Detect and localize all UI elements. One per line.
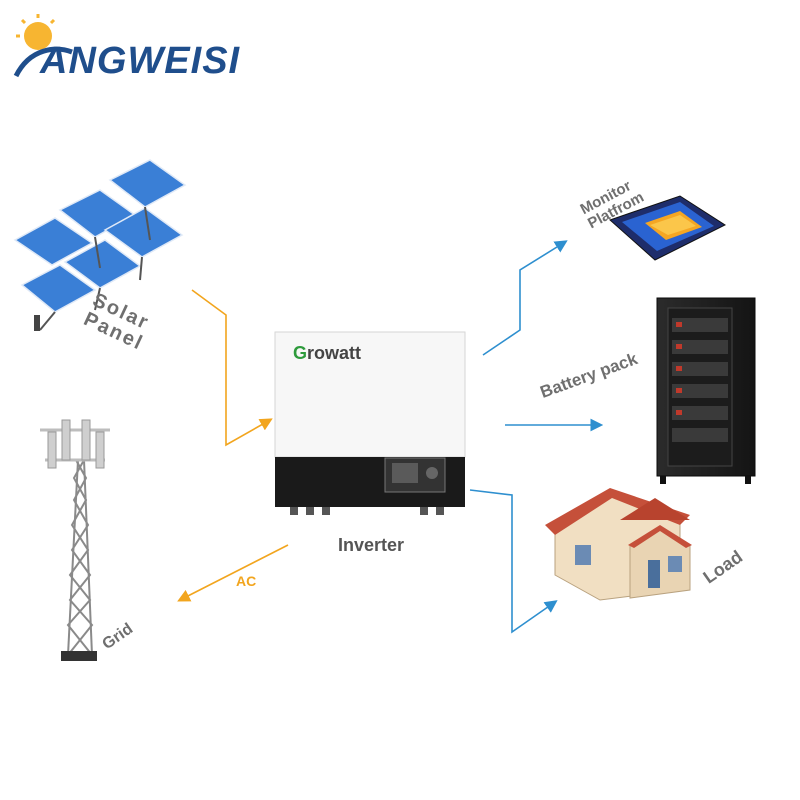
phone-monitor-icon: [609, 195, 727, 261]
inverter-brand-initial: G: [293, 343, 308, 363]
grid-tower-icon: [40, 419, 110, 661]
edge-solar-to-inverter: [191, 289, 273, 447]
battery-cabinet-icon: [656, 297, 756, 484]
inverter-brand-rest: rowatt: [307, 343, 362, 363]
label-ac: AC: [236, 573, 257, 589]
sun-swoosh-logo-icon: [13, 14, 73, 78]
edge-inverter-to-load: [469, 489, 558, 634]
edge-inverter-to-monitor: [482, 240, 568, 356]
solar-panel-array-icon: [13, 159, 187, 331]
brand-logo-text: ANGWEISI: [40, 40, 241, 82]
house-icon: [545, 488, 692, 601]
edge-inverter-to-grid: [177, 544, 289, 602]
inverter-brand: Growatt: [293, 343, 361, 364]
label-inverter: Inverter: [338, 535, 405, 555]
inverter-device: [274, 331, 466, 515]
